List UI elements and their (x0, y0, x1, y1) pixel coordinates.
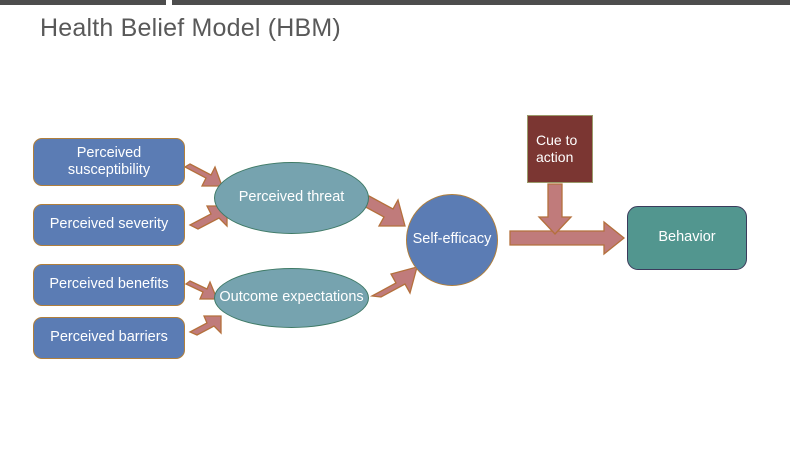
node-label: Cue to action (536, 132, 578, 165)
node-perceived-threat[interactable]: Perceived threat (214, 162, 369, 234)
arrow-barriers-to-outcome (188, 315, 222, 336)
node-cue-to-action[interactable]: Cue to action (527, 115, 593, 183)
node-label: Behavior (658, 229, 716, 246)
arrow-benefits-to-outcome (184, 280, 218, 300)
node-perceived-benefits[interactable]: Perceived benefits (33, 264, 185, 306)
top-rule-left (0, 0, 166, 5)
page-title: Health Belief Model (HBM) (40, 14, 341, 42)
node-perceived-barriers[interactable]: Perceived barriers (33, 317, 185, 359)
node-label: Perceived severity (49, 216, 169, 233)
node-label: Outcome expectations (219, 289, 364, 306)
arrow-self-efficacy-to-behavior (509, 220, 626, 256)
node-outcome-expectations[interactable]: Outcome expectations (214, 268, 369, 328)
node-behavior[interactable]: Behavior (627, 206, 747, 270)
node-perceived-susceptibility[interactable]: Perceived susceptibility (33, 138, 185, 186)
node-perceived-severity[interactable]: Perceived severity (33, 204, 185, 246)
arrow-susceptibility-to-threat (183, 163, 223, 187)
node-label: Perceived threat (238, 189, 345, 206)
node-label: Perceived benefits (49, 276, 169, 293)
node-label: Perceived barriers (50, 329, 168, 346)
node-label: Perceived susceptibility (67, 144, 151, 178)
arrow-cue-to-action-down (537, 183, 573, 235)
arrow-outcome-to-self-efficacy (369, 266, 418, 298)
top-rule-right (172, 0, 790, 5)
node-label: Self-efficacy (412, 231, 492, 248)
node-self-efficacy[interactable]: Self-efficacy (406, 194, 498, 286)
